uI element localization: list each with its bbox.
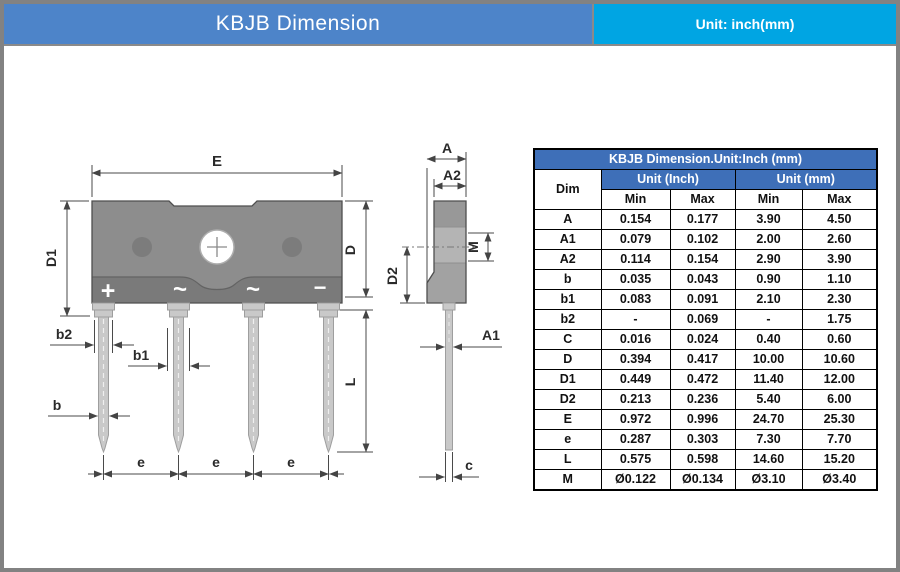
header-title-section: KBJB Dimension	[4, 4, 592, 44]
table-row: A 0.154 0.177 3.90 4.50	[533, 209, 878, 230]
hole-crosshair-icon	[207, 237, 227, 257]
table-row: b1 0.083 0.091 2.10 2.30	[533, 289, 878, 310]
col-header-mm-min: Min	[734, 189, 803, 210]
dimension-drawing: + ~ ~ −	[43, 140, 502, 482]
terminal-ac2-symbol: ~	[246, 276, 260, 303]
dim-label-b: b	[53, 397, 62, 413]
col-header-dim: Dim	[533, 169, 602, 210]
side-body-outline	[426, 200, 467, 304]
page-title: KBJB Dimension	[215, 12, 381, 35]
table-row: A2 0.114 0.154 2.90 3.90	[533, 249, 878, 270]
table-title: KBJB Dimension.Unit:Inch (mm)	[533, 148, 878, 170]
table-row: C 0.016 0.024 0.40 0.60	[533, 329, 878, 350]
right-dimple-circle	[282, 237, 302, 257]
dim-label-A2: A2	[443, 167, 461, 183]
left-dimple-circle	[132, 237, 152, 257]
side-view: A A2 M D2 A1 c	[384, 140, 502, 482]
dim-label-e2: e	[212, 454, 220, 470]
unit-badge-label: Unit: inch(mm)	[695, 16, 795, 32]
col-group-inch: Unit (Inch)	[600, 169, 736, 190]
dimension-table: KBJB Dimension.Unit:Inch (mm) Dim Unit (…	[533, 148, 879, 491]
unit-badge: Unit: inch(mm)	[592, 4, 896, 44]
table-row: D1 0.449 0.472 11.40 12.00	[533, 369, 878, 390]
dim-label-A1: A1	[482, 327, 500, 343]
side-band-hole	[434, 227, 466, 263]
dimension-table-header: KBJB Dimension.Unit:Inch (mm) Dim Unit (…	[533, 148, 878, 210]
table-row: L 0.575 0.598 14.60 15.20	[533, 449, 878, 470]
dim-label-b1: b1	[133, 347, 150, 363]
front-pins	[92, 302, 340, 454]
dim-label-D1: D1	[43, 249, 59, 267]
dim-label-D: D	[342, 245, 358, 255]
dim-label-D2: D2	[384, 267, 400, 285]
dim-label-E: E	[212, 153, 222, 170]
table-row: A1 0.079 0.102 2.00 2.60	[533, 229, 878, 250]
dim-label-c: c	[465, 457, 473, 473]
terminal-ac1-symbol: ~	[173, 276, 187, 303]
table-row: b2 - 0.069 - 1.75	[533, 309, 878, 330]
content-area: + ~ ~ −	[4, 46, 896, 568]
dim-label-L: L	[342, 377, 358, 386]
front-view: + ~ ~ −	[43, 153, 373, 480]
table-row: M Ø0.122 Ø0.134 Ø3.10 Ø3.40	[533, 469, 878, 491]
dim-label-e3: e	[287, 454, 295, 470]
col-group-mm: Unit (mm)	[734, 169, 878, 190]
col-header-inch-min: Min	[600, 189, 671, 210]
terminal-minus-symbol: −	[314, 275, 327, 300]
side-pin	[442, 302, 456, 451]
table-row: D 0.394 0.417 10.00 10.60	[533, 349, 878, 370]
col-header-inch-max: Max	[669, 189, 736, 210]
pin-centerlines	[102, 319, 330, 444]
col-header-mm-max: Max	[801, 189, 878, 210]
table-row: e 0.287 0.303 7.30 7.70	[533, 429, 878, 450]
table-row: D2 0.213 0.236 5.40 6.00	[533, 389, 878, 410]
front-dimension-lines	[48, 165, 373, 480]
dim-label-b2: b2	[56, 326, 73, 342]
dim-label-A: A	[442, 140, 452, 156]
terminal-plus-symbol: +	[101, 277, 116, 305]
dim-label-M: M	[465, 241, 481, 253]
dim-label-e1: e	[137, 454, 145, 470]
strip-edge-line	[92, 276, 342, 291]
side-band-top	[434, 201, 466, 227]
table-row: b 0.035 0.043 0.90 1.10	[533, 269, 878, 290]
dimension-table-body: A 0.154 0.177 3.90 4.50 A1 0.079 0.102 2…	[533, 209, 878, 491]
header-bar: KBJB Dimension Unit: inch(mm)	[4, 4, 896, 46]
table-row: E 0.972 0.996 24.70 25.30	[533, 409, 878, 430]
side-dimension-lines	[400, 152, 502, 482]
